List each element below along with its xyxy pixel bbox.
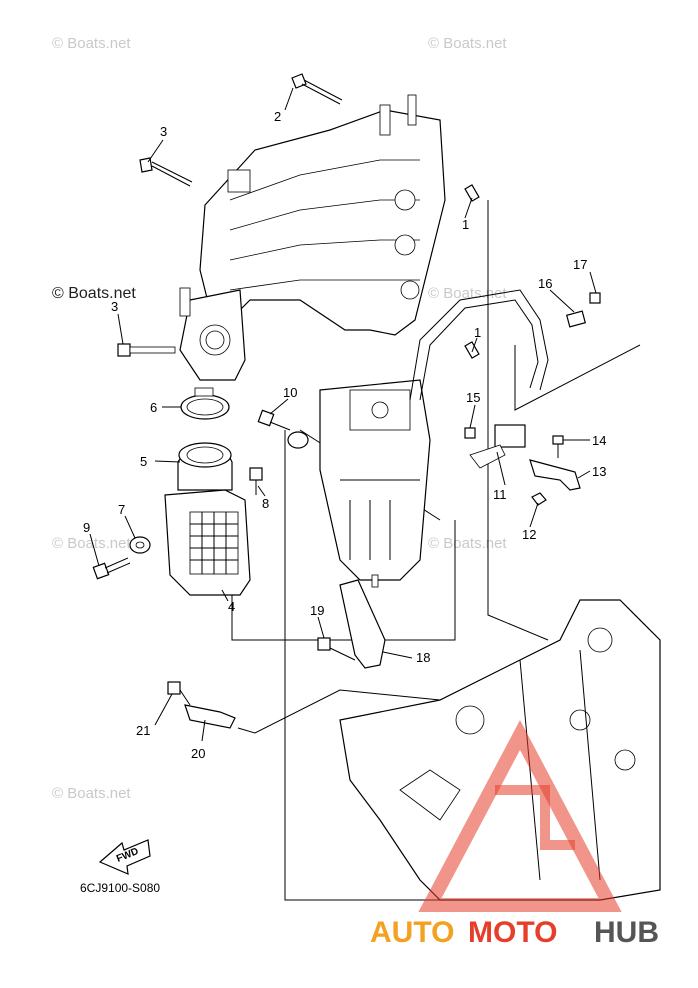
silencer-grille — [189, 511, 239, 575]
bolt-10 — [257, 409, 291, 431]
bolt-3-lower — [117, 343, 176, 357]
pin-1-upper — [464, 184, 480, 202]
callout-5: 5 — [140, 454, 147, 469]
hose-clamp-6 — [180, 387, 230, 420]
bolt-21 — [167, 681, 191, 706]
callout-1-lower: 1 — [474, 325, 481, 340]
watermark-top-left: © Boats.net — [52, 35, 131, 52]
callout-14: 14 — [592, 433, 606, 448]
callout-6: 6 — [150, 400, 157, 415]
automotohub-triangle-logo — [418, 720, 622, 912]
callout-17: 17 — [573, 257, 587, 272]
callout-4: 4 — [228, 599, 235, 614]
throttle-body — [179, 287, 246, 381]
logo-auto-text: AUTO — [370, 916, 454, 949]
fwd-arrow-icon: FWD — [98, 839, 151, 875]
bracket-13 — [529, 459, 581, 491]
watermark-mid-right: © Boats.net — [428, 535, 507, 552]
intake-manifold — [199, 94, 446, 336]
screw-14 — [552, 435, 564, 458]
nut-12 — [531, 492, 547, 506]
callout-labels: 1 1 2 3 3 4 5 6 7 8 9 10 11 12 13 14 15 … — [83, 109, 606, 761]
watermark-upper-mid-left: © Boats.net — [52, 285, 136, 302]
watermark-mid-left: © Boats.net — [52, 535, 131, 552]
leader-lines — [89, 87, 597, 742]
callout-7: 7 — [118, 502, 125, 517]
watermark-upper-mid-right: © Boats.net — [428, 285, 507, 302]
bolt-8 — [249, 467, 263, 495]
cylinder-block — [339, 599, 661, 901]
intake-silencer-4 — [164, 489, 251, 596]
automotohub-wordmark: AUTO MOTO HUB — [370, 916, 659, 949]
callout-13: 13 — [592, 464, 606, 479]
pin-1-lower — [464, 341, 480, 359]
callout-21: 21 — [136, 723, 150, 738]
intake-hose-5 — [177, 442, 233, 491]
watermark-top-right: © Boats.net — [428, 35, 507, 52]
callout-18: 18 — [416, 650, 430, 665]
vapor-separator — [319, 379, 431, 588]
callout-9: 9 — [83, 520, 90, 535]
callout-11: 11 — [493, 487, 507, 502]
callout-1-upper: 1 — [462, 217, 469, 232]
bracket-18 — [339, 579, 386, 669]
callout-3-upper: 3 — [160, 124, 167, 139]
bolt-19 — [317, 637, 356, 661]
callout-20: 20 — [191, 746, 205, 761]
watermark-lower-left: © Boats.net — [52, 785, 131, 802]
bolt-9 — [92, 557, 131, 580]
diagram-code: 6CJ9100-S080 — [80, 881, 160, 895]
screw-17 — [589, 292, 601, 304]
logo-hub-text: HUB — [594, 916, 659, 949]
bolt-2 — [291, 73, 343, 105]
bolt-3-upper — [139, 157, 193, 187]
callout-10: 10 — [283, 385, 297, 400]
breather-hose — [409, 289, 549, 401]
bracket-20 — [184, 704, 236, 729]
solenoid-valve-11 — [469, 424, 526, 469]
callout-19: 19 — [310, 603, 324, 618]
damper — [287, 431, 309, 449]
clip-15 — [464, 427, 476, 439]
callout-3-lower: 3 — [111, 299, 118, 314]
callout-16: 16 — [538, 276, 552, 291]
grommet-7 — [129, 536, 151, 554]
callout-12: 12 — [522, 527, 536, 542]
logo-moto-text: MOTO — [468, 916, 557, 949]
callout-8: 8 — [262, 496, 269, 511]
callout-2: 2 — [274, 109, 281, 124]
clamp-16 — [565, 310, 587, 328]
callout-15: 15 — [466, 390, 480, 405]
